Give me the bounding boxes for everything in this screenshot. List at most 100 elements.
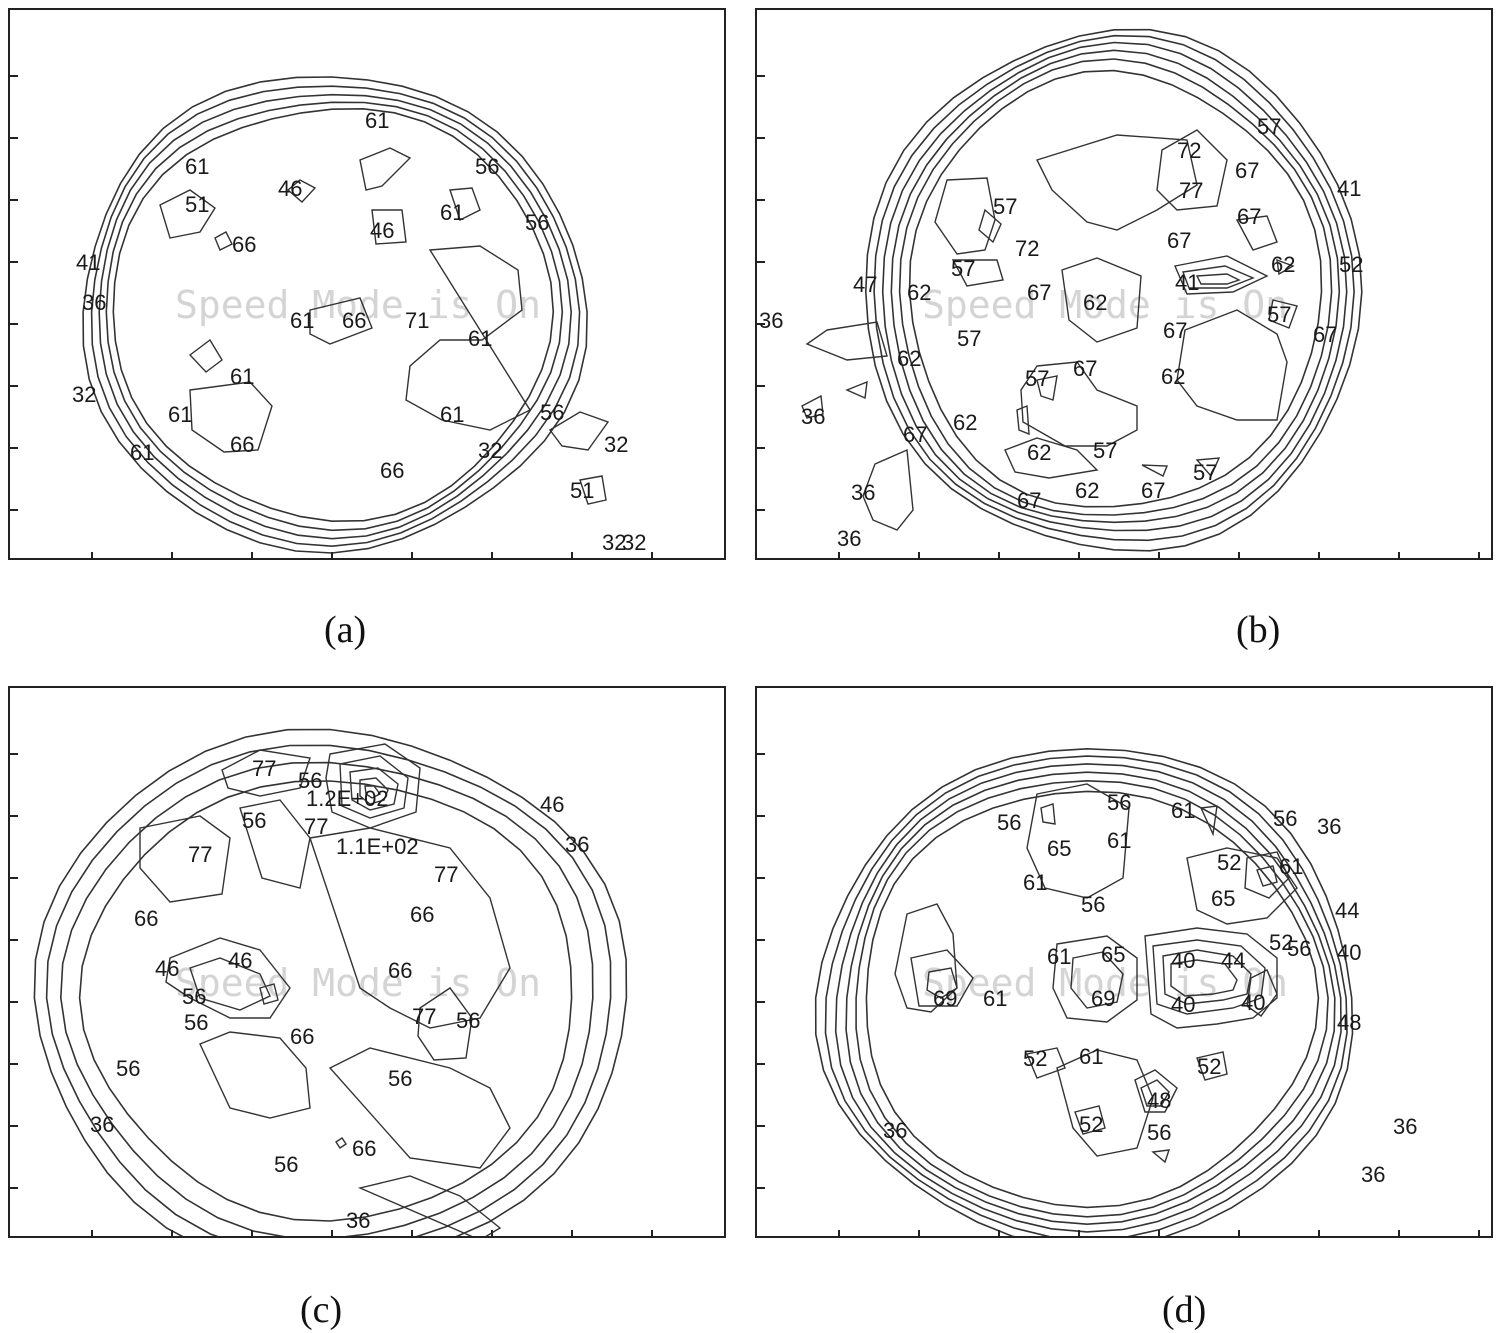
contour-value-label: 62 [1083,290,1107,315]
contour-value-label: 56 [274,1152,298,1177]
contour-value-label: 72 [1015,236,1039,261]
caption-c: (c) [300,1289,343,1331]
contour-value-label: 56 [456,1008,480,1033]
contour-value-label: 67 [1073,356,1097,381]
contour-value-label: 66 [380,458,404,483]
contour-value-label: 65 [1211,886,1235,911]
contour-value-label: 61 [1079,1044,1103,1069]
contour-value-label: 46 [540,792,564,817]
contour-ring [881,41,1348,532]
contour-ring [834,763,1342,1233]
axis-ticks-a [10,75,653,558]
contour-value-label: 67 [1313,322,1337,347]
contour-value-label: 36 [1317,814,1341,839]
contour-value-label: 61 [1023,870,1047,895]
contour-value-label: 56 [1107,790,1131,815]
contour-value-label: 46 [155,956,179,981]
contour-value-label: 77 [304,814,328,839]
caption-a: (a) [324,609,367,651]
contour-value-label: 62 [897,346,921,371]
contour-value-label: 62 [953,410,977,435]
contour-blobs-a [159,147,610,505]
contour-value-label: 56 [1287,936,1311,961]
contour-value-label: 36 [883,1118,907,1143]
contour-value-label: 77 [252,756,276,781]
axis-ticks-b [757,75,1480,558]
contour-rings-d [814,747,1354,1236]
contour-ring [82,76,588,554]
contour-value-label: 56 [1081,892,1105,917]
contour-value-label: 56 [475,154,499,179]
contour-value-label: 1.1E+02 [336,834,419,859]
contour-value-label: 48 [1337,1010,1361,1035]
contour-value-label: 56 [182,984,206,1009]
contour-value-label: 52 [1197,1054,1221,1079]
contour-value-label: 32 [602,530,626,555]
contour-value-label: 66 [388,958,412,983]
contour-ring [112,107,555,523]
contour-value-label: 56 [388,1066,412,1091]
contour-value-label: 52 [1023,1046,1047,1071]
axis-ticks-d [757,753,1480,1236]
contour-value-label: 67 [1167,228,1191,253]
contour-value-label: 57 [1093,438,1117,463]
contour-value-label: 36 [801,404,825,429]
contour-value-label: 61 [185,154,209,179]
contour-ring [845,771,1336,1226]
contour-value-label: 51 [570,478,594,503]
contour-ring [45,744,612,1236]
contour-value-label: 77 [188,842,212,867]
contour-value-label: 62 [1075,478,1099,503]
contour-value-label: 56 [1147,1120,1171,1145]
contour-value-label: 62 [1027,440,1051,465]
contour-value-label: 51 [185,192,209,217]
contour-value-label: 36 [565,832,589,857]
contour-value-label: 36 [90,1112,114,1137]
contour-value-label: 66 [230,432,254,457]
contour-value-label: 57 [1025,366,1049,391]
watermark-a: Speed Mode is On [175,283,541,327]
contour-value-label: 56 [540,400,564,425]
contour-blobs-c [139,743,511,1236]
contour-value-label: 57 [1193,460,1217,485]
contour-ring [814,747,1354,1236]
contour-ring [865,790,1320,1209]
contour-value-label: 52 [1217,850,1241,875]
contour-value-label: 40 [1241,990,1265,1015]
contour-value-label: 61 [1047,944,1071,969]
caption-d: (d) [1162,1289,1207,1331]
contour-plot-b-svg: Speed Mode is On 577 [757,28,1480,558]
contour-value-label: 56 [242,808,266,833]
contour-value-label: 61 [365,108,389,133]
contour-value-label: 36 [1361,1162,1385,1187]
contour-ring [824,755,1348,1236]
contour-value-label: 57 [957,326,981,351]
contour-value-label: 40 [1171,992,1195,1017]
contour-ring [90,85,581,548]
contour-ring [105,101,564,532]
contour-value-label: 67 [1017,488,1041,513]
contour-value-label: 56 [525,210,549,235]
contour-value-label: 36 [759,308,783,333]
contour-value-label: 66 [342,308,366,333]
contour-value-label: 46 [278,176,302,201]
contour-value-label: 65 [1047,836,1071,861]
contour-value-label: 67 [1141,478,1165,503]
contour-value-label: 66 [232,232,256,257]
contour-value-label: 67 [903,422,927,447]
contour-value-label: 61 [290,308,314,333]
contour-value-label: 56 [116,1056,140,1081]
contour-value-label: 41 [76,250,100,275]
contour-value-label: 66 [352,1136,376,1161]
contour-value-label: 44 [1335,898,1359,923]
contour-value-label: 57 [993,194,1017,219]
contour-plot-d-svg: Speed Mode is On 565 [757,747,1480,1236]
contour-value-label: 77 [434,862,458,887]
contour-blobs-b [801,129,1298,531]
contour-value-label: 57 [1257,114,1281,139]
contour-ring [908,69,1323,508]
